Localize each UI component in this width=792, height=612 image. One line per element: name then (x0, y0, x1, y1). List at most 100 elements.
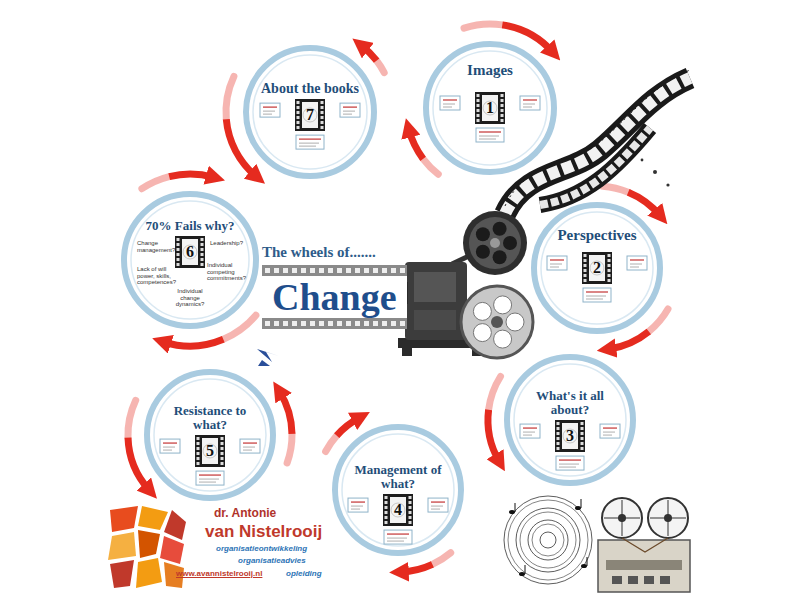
film-frame-shape-part (201, 248, 204, 251)
film-projector-part (463, 211, 527, 275)
music-spiral-part (520, 512, 576, 568)
heading-block: About the books (261, 81, 359, 96)
music-spiral-part (508, 500, 588, 580)
music-spiral-part (525, 565, 526, 574)
film-strip-part (653, 170, 657, 174)
film-frame-shape-part (584, 274, 587, 277)
rotation-arrows-part (401, 564, 433, 572)
tape-recorder-part (628, 576, 638, 584)
slide-thumbnail-part (343, 111, 355, 112)
circle-heading: About the books (261, 81, 359, 96)
film-frame-shape-part (501, 114, 504, 117)
film-frame-shape-part (195, 435, 225, 467)
frame-number: 7 (295, 99, 325, 131)
film-frame-shape-part (177, 253, 180, 256)
music-spiral-part (581, 499, 582, 508)
slide-thumbnail-part (163, 450, 172, 451)
film-frame-shape-part (581, 447, 584, 450)
slide-thumbnail-part (351, 509, 360, 510)
film-band-shape-part (310, 321, 315, 326)
film-frame-shape-part (608, 269, 611, 272)
film-frame-shape-part (501, 104, 504, 107)
tape-recorder-part (602, 498, 642, 538)
film-projector-part (414, 310, 456, 330)
tape-recorder (598, 498, 690, 592)
film-band-shape-part (337, 268, 342, 273)
film-band-shape-part (382, 268, 387, 273)
rotation-arrows-part (142, 177, 169, 189)
circle-heading: Resistance to what? (162, 404, 258, 432)
slide-thumbnail-part (263, 111, 275, 112)
tape-recorder-part (598, 540, 690, 592)
film-strip-part (666, 183, 669, 186)
logo-text: www.avannistelrooij.nl (176, 570, 262, 579)
film-frame: 2 (582, 252, 612, 284)
film-frame-shape-part (201, 258, 204, 261)
rotation-arrows-part (489, 377, 501, 410)
topic-circle: Resistance to what? 5 (143, 368, 277, 502)
logo-text: opleiding (286, 570, 322, 579)
music-spiral-part (528, 520, 568, 560)
music-spiral-part (515, 503, 516, 512)
circle-heading: Management of what? (348, 463, 448, 491)
slide-thumbnail (160, 439, 180, 453)
note-text: Individual change dynamics? (168, 288, 212, 308)
slide-thumbnail-part (160, 439, 180, 453)
film-frame-shape-part (221, 447, 224, 450)
rotation-arrows-part (128, 400, 136, 437)
circle-inner-ring (154, 379, 266, 491)
tape-recorder-part (622, 538, 668, 552)
film-projector (388, 211, 533, 358)
topic-circle: About the books 7 (242, 44, 378, 180)
film-frame: 7 (295, 99, 325, 131)
film-frame-shape-part (584, 269, 587, 272)
slide-thumbnail-part (627, 256, 647, 270)
film-frame-shape-part (197, 447, 200, 450)
slide-thumbnail (428, 498, 448, 512)
slide-thumbnail (476, 128, 504, 142)
film-frame-shape-part (197, 462, 200, 465)
circle-ring (124, 194, 256, 326)
frame-number: 5 (195, 435, 225, 467)
film-frame-shape-part (201, 253, 204, 256)
music-spiral-part (519, 572, 525, 576)
film-frame-shape-part (409, 516, 412, 519)
film-band-shape-part (373, 321, 378, 326)
film-band-shape-part (337, 321, 342, 326)
note-text: Lack of will power, skills, competences? (137, 266, 177, 286)
film-frame-shape-part (581, 422, 584, 425)
film-frame-shape-part (201, 263, 204, 266)
film-projector-part (469, 217, 521, 269)
slide-thumbnail (547, 256, 567, 270)
slide-thumbnail-part (547, 256, 567, 270)
film-band-shape-part (400, 268, 405, 273)
film-frame-shape-part (409, 511, 412, 514)
slide-thumbnail-part (387, 541, 404, 542)
title-band: The wheels of.......Change (262, 244, 407, 329)
slide-thumbnail-part (263, 114, 272, 115)
circle-heading: 70% Fails why? (146, 219, 235, 233)
film-frame-shape-part (221, 462, 224, 465)
film-frame-shape-part (581, 442, 584, 445)
film-band-shape-part (310, 268, 315, 273)
slide-thumbnail-part (431, 506, 443, 507)
film-band-shape-part (355, 321, 360, 326)
film-frame-shape-part (608, 264, 611, 267)
film-frame: 5 (195, 435, 225, 467)
slide-thumbnail-part (559, 467, 576, 468)
tape-recorder-part (650, 518, 686, 519)
film-frame-shape-part (608, 279, 611, 282)
rotation-arrows-part (488, 410, 499, 461)
slide-thumbnail-part (600, 424, 620, 438)
film-frame-shape-part (297, 111, 300, 114)
heading-block: Images (467, 62, 513, 78)
film-frame-shape-part (177, 258, 180, 261)
slide-thumbnail-part (479, 131, 501, 132)
rotation-arrows-part (628, 192, 660, 215)
film-frame: 6 (175, 236, 205, 268)
film-frame-shape-part (297, 101, 300, 104)
topic-circle: Management of what?4 (331, 423, 465, 557)
rotation-arrows-part (337, 418, 360, 436)
film-band-shape-part (391, 268, 396, 273)
slide-thumbnail-part (196, 471, 224, 485)
